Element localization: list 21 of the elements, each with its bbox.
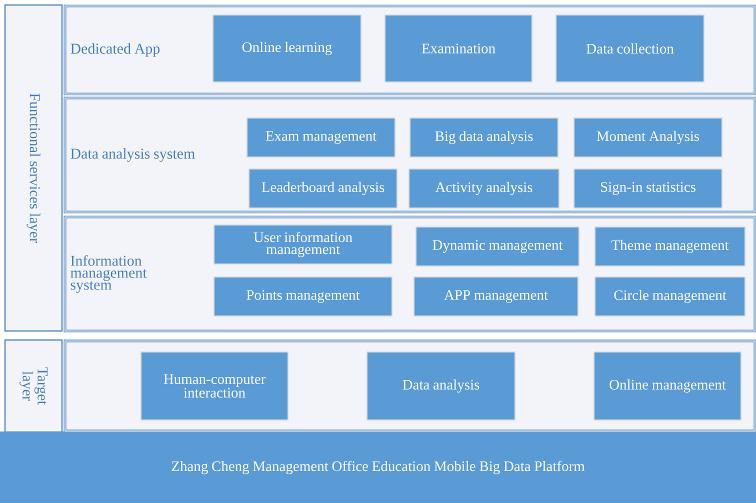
layer-label-box: Functional services layer bbox=[4, 4, 63, 332]
module-box: Points management bbox=[214, 276, 392, 316]
module-box: Examination bbox=[384, 14, 532, 82]
module-box: Circle management bbox=[594, 276, 746, 316]
module-box: User information management bbox=[214, 224, 392, 264]
module-box: APP management bbox=[414, 276, 578, 316]
module-box: Dynamic management bbox=[416, 226, 580, 266]
module-box: Human-computer interaction bbox=[140, 352, 288, 420]
layer-label-box: Target layer bbox=[4, 339, 63, 433]
platform-bar: Zhang Cheng Management Office Education Mobile Big Data Platform bbox=[0, 431, 756, 503]
module-box: Online learning bbox=[212, 14, 362, 82]
module-box: Moment Analysis bbox=[574, 118, 722, 158]
module-box: Activity analysis bbox=[408, 168, 560, 208]
module-box: Sign-in statistics bbox=[574, 168, 722, 208]
module-box: Exam management bbox=[246, 118, 396, 158]
module-box: Data analysis bbox=[366, 352, 516, 420]
module-box: Data collection bbox=[556, 14, 704, 82]
module-box: Big data analysis bbox=[410, 118, 558, 158]
module-box: Online management bbox=[594, 352, 742, 420]
module-box: Theme management bbox=[594, 226, 746, 266]
module-box: Leaderboard analysis bbox=[248, 168, 398, 208]
